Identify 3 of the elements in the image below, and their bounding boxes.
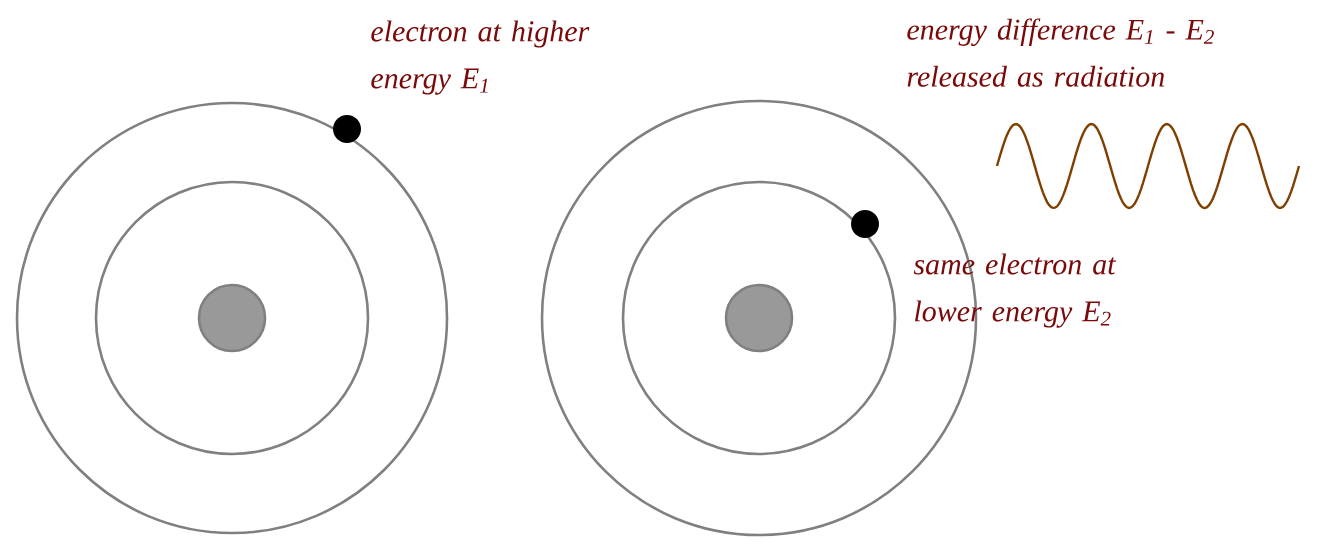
- annotation-text: energy difference E$_{1}$ - E$_{2}$ released as radiation: [907, 18, 1214, 87]
- annotation-text: same electron at lower energy E$_{2}$: [913, 253, 1117, 328]
- annotation-text: electron at higher energy E$_{1}$: [371, 20, 590, 95]
